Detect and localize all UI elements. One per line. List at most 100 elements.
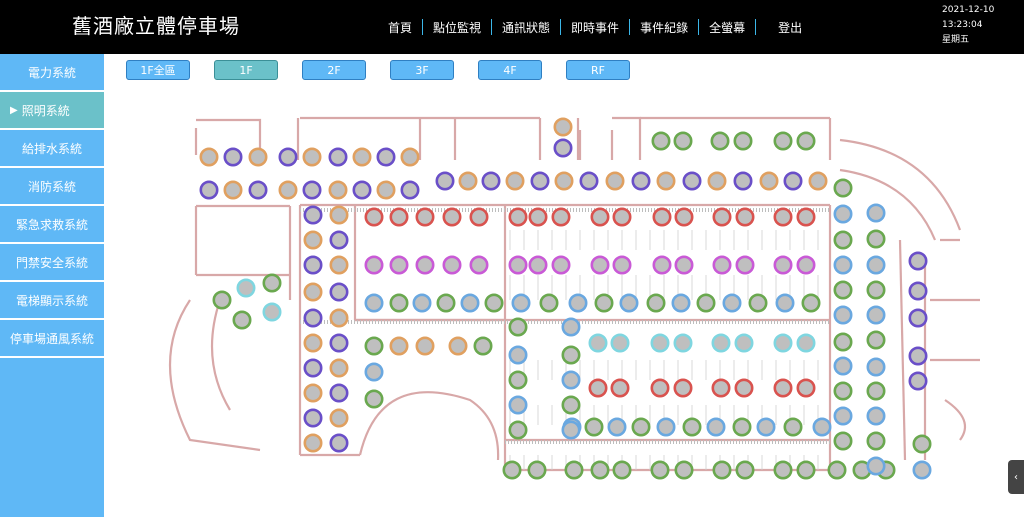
- light-fixture[interactable]: [528, 255, 548, 275]
- light-fixture[interactable]: [833, 280, 853, 300]
- light-fixture[interactable]: [674, 460, 694, 480]
- light-fixture[interactable]: [833, 204, 853, 224]
- light-fixture[interactable]: [759, 171, 779, 191]
- light-fixture[interactable]: [232, 310, 252, 330]
- light-fixture[interactable]: [682, 417, 702, 437]
- nav-home[interactable]: 首頁: [388, 20, 413, 35]
- light-fixture[interactable]: [734, 333, 754, 353]
- light-fixture[interactable]: [673, 378, 693, 398]
- light-fixture[interactable]: [364, 207, 384, 227]
- light-fixture[interactable]: [866, 381, 886, 401]
- light-fixture[interactable]: [539, 293, 559, 313]
- light-fixture[interactable]: [262, 273, 282, 293]
- light-fixture[interactable]: [579, 171, 599, 191]
- light-fixture[interactable]: [912, 434, 932, 454]
- light-fixture[interactable]: [866, 357, 886, 377]
- light-fixture[interactable]: [551, 207, 571, 227]
- floor-tab-2f[interactable]: 2F: [302, 60, 366, 80]
- light-fixture[interactable]: [796, 460, 816, 480]
- light-fixture[interactable]: [329, 282, 349, 302]
- nav-fullscreen[interactable]: 全螢幕: [709, 20, 746, 35]
- floor-tab-1f-all[interactable]: 1F全區: [126, 60, 190, 80]
- light-fixture[interactable]: [735, 255, 755, 275]
- light-fixture[interactable]: [329, 358, 349, 378]
- floor-tab-rf[interactable]: RF: [566, 60, 630, 80]
- light-fixture[interactable]: [505, 171, 525, 191]
- light-fixture[interactable]: [561, 420, 581, 440]
- sidebar-item-water[interactable]: 給排水系統: [0, 130, 104, 168]
- light-fixture[interactable]: [551, 255, 571, 275]
- light-fixture[interactable]: [590, 255, 610, 275]
- light-fixture[interactable]: [302, 147, 322, 167]
- light-fixture[interactable]: [442, 207, 462, 227]
- nav-realtime-events[interactable]: 即時事件: [571, 20, 620, 35]
- sidebar-item-access[interactable]: 門禁安全系統: [0, 244, 104, 282]
- light-fixture[interactable]: [329, 383, 349, 403]
- sidebar-item-fire[interactable]: 消防系統: [0, 168, 104, 206]
- light-fixture[interactable]: [735, 460, 755, 480]
- light-fixture[interactable]: [303, 408, 323, 428]
- light-fixture[interactable]: [223, 147, 243, 167]
- light-fixture[interactable]: [328, 147, 348, 167]
- light-fixture[interactable]: [303, 433, 323, 453]
- light-fixture[interactable]: [796, 255, 816, 275]
- light-fixture[interactable]: [773, 207, 793, 227]
- light-fixture[interactable]: [364, 255, 384, 275]
- light-fixture[interactable]: [866, 255, 886, 275]
- sidebar-item-power[interactable]: 電力系統: [0, 54, 104, 92]
- light-fixture[interactable]: [833, 255, 853, 275]
- light-fixture[interactable]: [458, 171, 478, 191]
- light-fixture[interactable]: [733, 131, 753, 151]
- light-fixture[interactable]: [502, 460, 522, 480]
- light-fixture[interactable]: [278, 147, 298, 167]
- light-fixture[interactable]: [756, 417, 776, 437]
- light-fixture[interactable]: [707, 171, 727, 191]
- light-fixture[interactable]: [833, 406, 853, 426]
- light-fixture[interactable]: [329, 255, 349, 275]
- light-fixture[interactable]: [590, 207, 610, 227]
- floor-tab-3f[interactable]: 3F: [390, 60, 454, 80]
- light-fixture[interactable]: [735, 207, 755, 227]
- light-fixture[interactable]: [568, 293, 588, 313]
- light-fixture[interactable]: [364, 362, 384, 382]
- light-fixture[interactable]: [329, 333, 349, 353]
- light-fixture[interactable]: [671, 293, 691, 313]
- light-fixture[interactable]: [773, 255, 793, 275]
- light-fixture[interactable]: [389, 255, 409, 275]
- light-fixture[interactable]: [303, 308, 323, 328]
- light-fixture[interactable]: [612, 460, 632, 480]
- nav-comm-status[interactable]: 通訊狀態: [502, 20, 551, 35]
- light-fixture[interactable]: [682, 171, 702, 191]
- light-fixture[interactable]: [833, 356, 853, 376]
- light-fixture[interactable]: [866, 406, 886, 426]
- light-fixture[interactable]: [448, 336, 468, 356]
- light-fixture[interactable]: [508, 345, 528, 365]
- light-fixture[interactable]: [415, 336, 435, 356]
- light-fixture[interactable]: [588, 378, 608, 398]
- light-fixture[interactable]: [908, 251, 928, 271]
- light-fixture[interactable]: [412, 293, 432, 313]
- light-fixture[interactable]: [376, 147, 396, 167]
- light-fixture[interactable]: [866, 456, 886, 476]
- light-fixture[interactable]: [710, 131, 730, 151]
- light-fixture[interactable]: [469, 255, 489, 275]
- light-fixture[interactable]: [773, 378, 793, 398]
- light-fixture[interactable]: [801, 293, 821, 313]
- light-fixture[interactable]: [607, 417, 627, 437]
- light-fixture[interactable]: [650, 333, 670, 353]
- light-fixture[interactable]: [866, 203, 886, 223]
- light-fixture[interactable]: [561, 370, 581, 390]
- light-fixture[interactable]: [908, 281, 928, 301]
- light-fixture[interactable]: [329, 230, 349, 250]
- light-fixture[interactable]: [631, 417, 651, 437]
- light-fixture[interactable]: [303, 282, 323, 302]
- light-fixture[interactable]: [866, 431, 886, 451]
- light-fixture[interactable]: [612, 255, 632, 275]
- light-fixture[interactable]: [594, 293, 614, 313]
- light-fixture[interactable]: [248, 180, 268, 200]
- light-fixture[interactable]: [508, 420, 528, 440]
- light-fixture[interactable]: [528, 207, 548, 227]
- light-fixture[interactable]: [833, 431, 853, 451]
- light-fixture[interactable]: [827, 460, 847, 480]
- light-fixture[interactable]: [733, 171, 753, 191]
